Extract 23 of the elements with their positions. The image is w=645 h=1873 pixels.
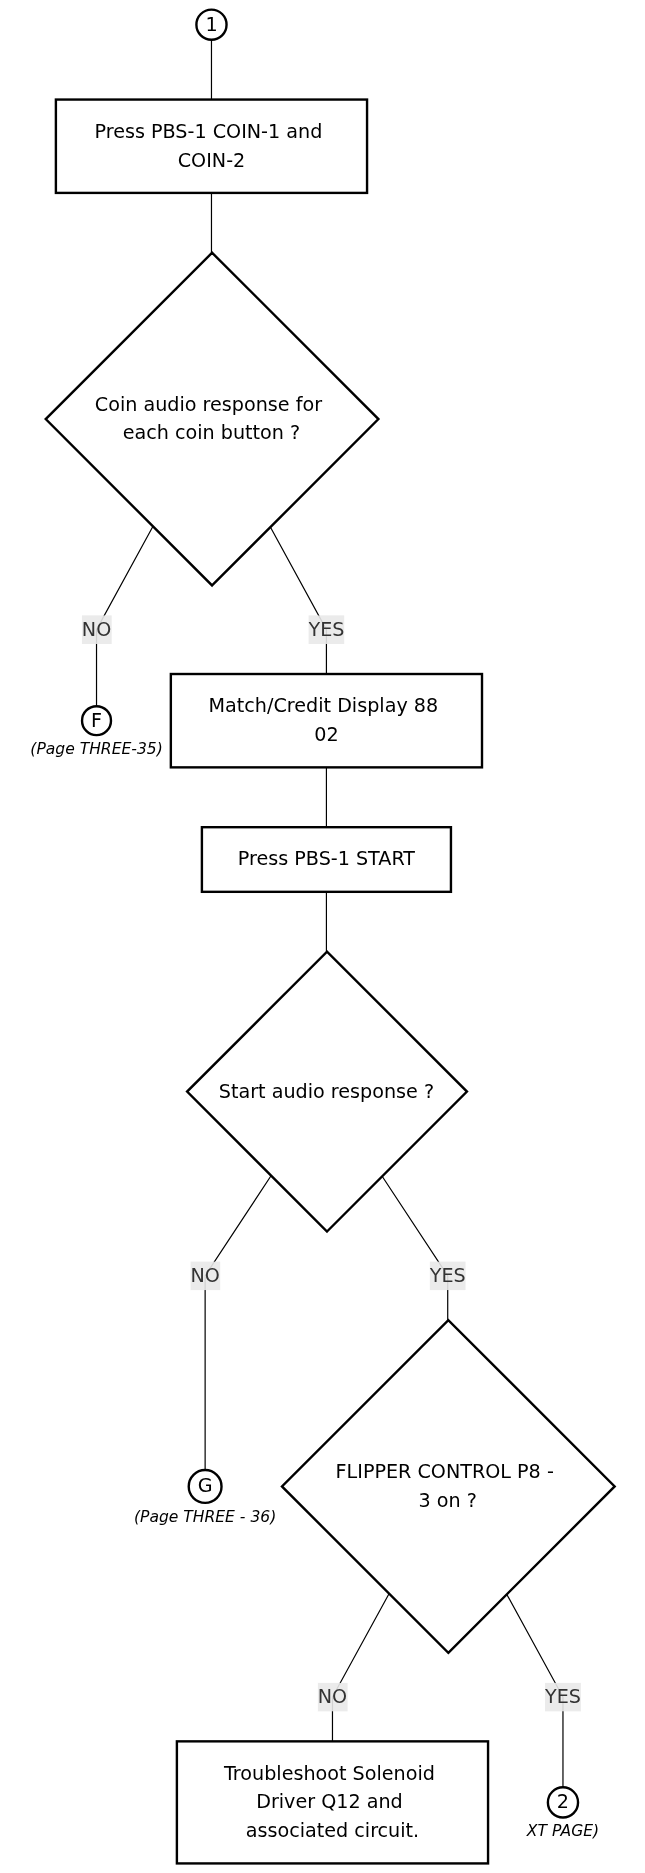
node-circle: 2 (546, 1786, 580, 1819)
node-box: Troubleshoot Solenoid Driver Q12 and associated circuit. (175, 1740, 490, 1865)
node-box: Press PBS-1 COIN-1 and COIN-2 (54, 98, 369, 195)
node-diamond: Coin audio response for each coin button ? (44, 251, 381, 588)
connector (204, 1175, 272, 1471)
node-box: Match/Credit Display 88 02 (169, 672, 484, 769)
connector (210, 192, 213, 254)
edge-label: YES (544, 1685, 581, 1708)
node-box: Press PBS-1 START (200, 826, 453, 894)
node-diamond: FLIPPER CONTROL P8 - 3 on ? (280, 1318, 617, 1655)
edge-label: NO (81, 617, 112, 641)
edge-label: YES (308, 617, 345, 641)
page-reference: XT PAGE) (526, 1822, 600, 1841)
connector (325, 891, 328, 953)
edge-label: YES (429, 1263, 466, 1287)
node-circle: F (80, 705, 113, 737)
node-circle: G (187, 1468, 223, 1505)
node-diamond: Start audio response ? (185, 950, 469, 1234)
edge-label: NO (190, 1263, 220, 1287)
page-reference: (Page THREE-35) (30, 740, 163, 758)
node-circle: 1 (195, 8, 228, 41)
page-reference: (Page THREE - 36) (133, 1507, 277, 1526)
edge-label: NO (317, 1685, 348, 1708)
